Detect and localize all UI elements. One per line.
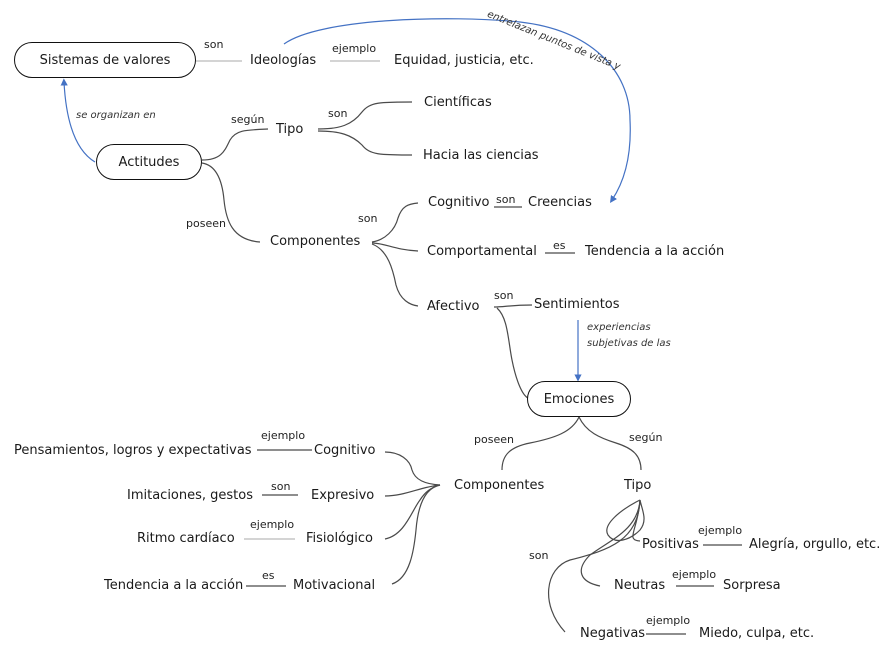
node-ritmo: Ritmo cardíaco xyxy=(137,531,235,546)
link-label-ejemplo: ejemplo xyxy=(250,518,295,531)
node-imitaciones: Imitaciones, gestos xyxy=(127,488,254,503)
node-motivacional: Motivacional xyxy=(293,578,376,593)
link-label-ejemplo: ejemplo xyxy=(646,614,691,627)
connector-afectivo-emociones xyxy=(496,307,529,399)
connector-tipo-neutras xyxy=(580,499,641,587)
node-cognitivo-actitudes: Cognitivo xyxy=(428,195,490,210)
link-label-ejemplo: ejemplo xyxy=(261,429,306,442)
link-label-son: son xyxy=(328,107,348,120)
node-creencias: Creencias xyxy=(528,195,592,210)
link-label-segun: según xyxy=(231,113,265,126)
link-label-son: son xyxy=(494,289,514,302)
node-cientificas: Científicas xyxy=(424,95,492,110)
link-label-se-organizan-en: se organizan en xyxy=(76,110,156,121)
link-label-son: son xyxy=(358,212,378,225)
node-neutras: Neutras xyxy=(614,578,666,593)
connector-actitudes-componentes xyxy=(201,162,261,243)
node-miedo: Miedo, culpa, etc. xyxy=(699,626,815,641)
connector-emociones-componentes xyxy=(501,416,580,471)
node-sorpresa: Sorpresa xyxy=(723,578,781,593)
link-label-subjetivas: subjetivas de las xyxy=(587,338,671,349)
node-emociones[interactable]: Emociones xyxy=(527,381,631,417)
node-tipo-actitudes: Tipo xyxy=(276,122,304,137)
node-equidad: Equidad, justicia, etc. xyxy=(394,53,534,68)
link-label-poseen: poseen xyxy=(474,433,514,446)
node-label: Sistemas de valores xyxy=(39,52,171,68)
node-tendencia-accion-actitudes: Tendencia a la acción xyxy=(585,244,725,259)
link-label-experiencias: experiencias xyxy=(587,322,651,333)
connector-tipo-cientificas xyxy=(317,101,413,130)
connector-comp-afectivo xyxy=(371,243,419,307)
connector-emociones-tipo xyxy=(578,416,642,471)
connector-afectivo-sentimientos xyxy=(493,304,533,308)
node-sentimientos: Sentimientos xyxy=(534,297,620,312)
node-fisiologico: Fisiológico xyxy=(306,531,374,546)
link-label-ejemplo: ejemplo xyxy=(332,42,377,55)
node-label: Emociones xyxy=(543,391,615,407)
node-sistemas-de-valores[interactable]: Sistemas de valores xyxy=(14,42,196,78)
node-actitudes[interactable]: Actitudes xyxy=(96,144,202,180)
connector-comp-comportamental xyxy=(371,242,419,252)
node-afectivo: Afectivo xyxy=(427,299,480,314)
node-label: Actitudes xyxy=(118,154,180,170)
node-tendencia-accion-emociones: Tendencia a la acción xyxy=(104,578,244,593)
link-label-es: es xyxy=(553,239,566,252)
node-pensamientos: Pensamientos, logros y expectativas xyxy=(14,443,252,458)
link-label-poseen: poseen xyxy=(186,217,226,230)
connector-emo-fisiologico xyxy=(384,484,441,540)
connector-tipo-negativas xyxy=(547,499,641,633)
node-positivas: Positivas xyxy=(642,537,699,552)
connector-tipo-positivas xyxy=(606,499,645,542)
node-alegria: Alegría, orgullo, etc. xyxy=(749,537,881,552)
node-negativas: Negativas xyxy=(580,626,646,641)
link-label-son: son xyxy=(204,38,224,51)
link-label-es: es xyxy=(262,569,275,582)
node-componentes-actitudes: Componentes xyxy=(270,234,361,249)
node-comportamental: Comportamental xyxy=(427,244,537,259)
link-label-son: son xyxy=(529,549,549,562)
link-label-ejemplo: ejemplo xyxy=(698,524,743,537)
connector-emo-cognitivo xyxy=(384,451,441,486)
connector-emo-motivacional xyxy=(391,484,441,585)
node-ideologias: Ideologías xyxy=(250,53,317,68)
node-expresivo: Expresivo xyxy=(311,488,375,503)
connector-tipo-hacia xyxy=(317,130,413,156)
node-cognitivo-emociones: Cognitivo xyxy=(314,443,376,458)
connector-actitudes-tipo xyxy=(201,128,269,161)
link-label-son: son xyxy=(496,193,516,206)
node-hacia-ciencias: Hacia las ciencias xyxy=(423,148,539,163)
connector-comp-cognitivo xyxy=(371,202,419,243)
link-label-son: son xyxy=(271,480,291,493)
link-label-ejemplo: ejemplo xyxy=(672,568,717,581)
arrow-se-organizan-en xyxy=(60,78,96,163)
node-tipo-emociones: Tipo xyxy=(624,478,652,493)
arrow-entrelazan xyxy=(283,18,631,203)
link-label-segun: según xyxy=(629,431,663,444)
node-componentes-emociones: Componentes xyxy=(454,478,545,493)
connector-emo-expresivo xyxy=(384,484,441,497)
